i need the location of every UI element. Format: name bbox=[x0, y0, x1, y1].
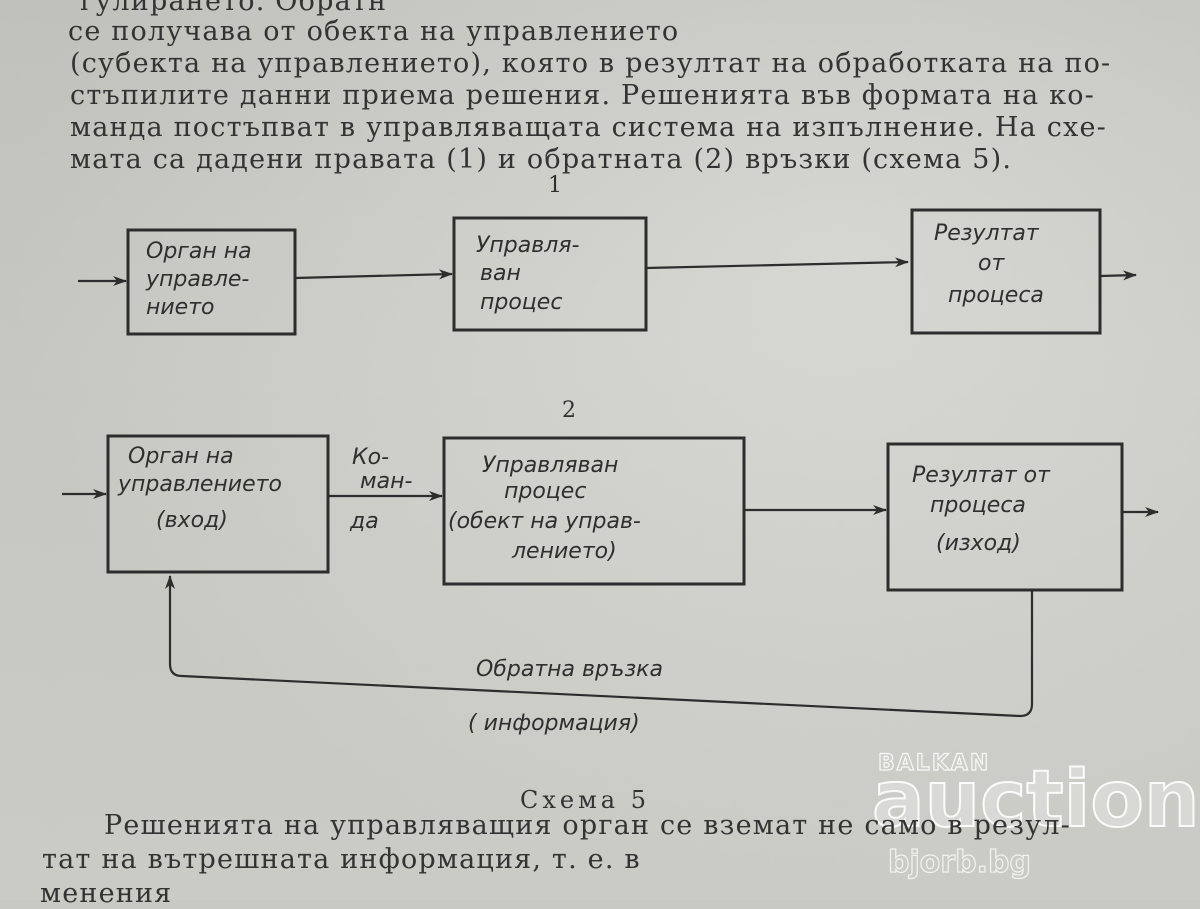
box-text: ван bbox=[480, 261, 521, 286]
box-text: процес bbox=[504, 479, 586, 504]
watermark-url: bjorb.bg bbox=[888, 845, 1031, 880]
box-text: Резултат от bbox=[912, 463, 1051, 488]
box-text: процеса bbox=[930, 493, 1026, 518]
output-arrow-1 bbox=[1099, 270, 1137, 281]
watermark-small: BALKAN bbox=[878, 751, 990, 776]
control-organ-box-2 bbox=[106, 434, 330, 574]
box-text: (изход) bbox=[936, 531, 1021, 556]
box-text: процеса bbox=[948, 283, 1044, 308]
box-text: Резултат bbox=[934, 221, 1040, 246]
box-text: Управля- bbox=[476, 233, 579, 258]
figure-caption: Схема 5 bbox=[520, 786, 650, 814]
box-text: Орган на bbox=[146, 239, 252, 264]
arrow-2-3 bbox=[645, 257, 909, 270]
diagram-2-label: 2 bbox=[562, 398, 576, 423]
box-text: Орган на bbox=[128, 444, 234, 469]
box-text: управлението bbox=[117, 472, 282, 497]
result-box-2 bbox=[886, 442, 1124, 592]
box-text: нието bbox=[146, 295, 215, 320]
box-text: от bbox=[978, 251, 1005, 276]
box-text: процес bbox=[480, 290, 562, 315]
feedback-sublabel: ( информация) bbox=[468, 711, 640, 736]
diagram-1-label: 1 bbox=[548, 173, 562, 198]
control-organ-box-1 bbox=[126, 228, 297, 336]
command-label: Ко- bbox=[352, 445, 389, 470]
result-box-1 bbox=[910, 208, 1102, 335]
command-label: да bbox=[349, 509, 379, 534]
watermark-logo: auction bbox=[872, 755, 1200, 845]
box-text: управле- bbox=[145, 267, 249, 292]
box-text: (вход) bbox=[156, 508, 228, 533]
feedback-label: Обратна връзка bbox=[476, 657, 663, 682]
box-text: Управляван bbox=[482, 453, 618, 478]
process-box-1 bbox=[452, 216, 648, 332]
arrow-1-2 bbox=[294, 269, 453, 280]
feedback-loop-arrow bbox=[165, 575, 1034, 718]
command-label: ман- bbox=[360, 469, 412, 494]
box-text: (обект на управ- bbox=[448, 509, 641, 534]
box-text: лението) bbox=[511, 539, 617, 564]
